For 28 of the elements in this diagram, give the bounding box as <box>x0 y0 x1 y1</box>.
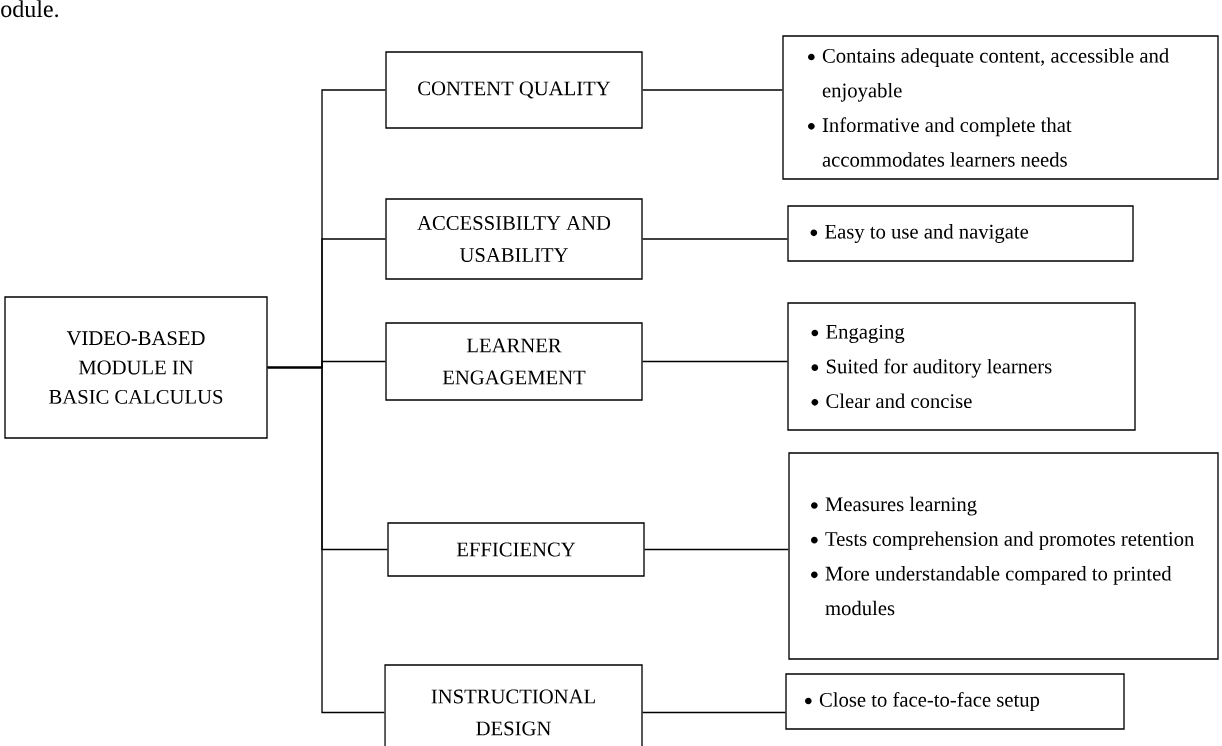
bullet-list-box <box>788 452 1219 660</box>
connector-line <box>642 89 783 91</box>
bullet-item: Suited for auditory learners <box>826 358 1052 378</box>
bullet-item: Informative and complete that accommodates learners needs <box>822 117 1072 167</box>
bullet-list-box <box>782 35 1219 180</box>
bullet-list-box <box>785 673 1125 730</box>
bullet-item: More understandable compared to printed modules <box>825 566 1172 616</box>
connector-line <box>642 360 788 363</box>
bullet-item: Clear and concise <box>826 393 972 409</box>
connector-line <box>267 366 385 714</box>
bullet-item: Contains adequate content, accessible and enjoyable <box>822 48 1169 102</box>
bullet-list-box <box>787 302 1136 431</box>
category-box: LEARNER ENGAGEMENT <box>385 322 643 401</box>
bullet-item: Easy to use and navigate <box>825 224 1029 243</box>
connector-line <box>644 548 789 551</box>
bullet-item: Tests comprehension and promotes retention <box>825 531 1195 551</box>
category-box: EFFICIENCY <box>387 522 645 577</box>
module-box: VIDEO-BASED MODULE IN BASIC CALCULUS <box>4 296 268 439</box>
bullet-item: Measures learning <box>825 496 977 516</box>
bullet-item: Engaging <box>826 324 905 344</box>
bullet-list-box <box>787 205 1134 262</box>
category-box: CONTENT QUALITY <box>385 51 643 129</box>
page-text: odule. <box>1 0 58 18</box>
category-box: INSTRUCTIONAL DESIGN <box>384 664 643 746</box>
connector-line <box>642 711 786 714</box>
category-box: ACCESSIBILTY AND USABILITY <box>385 198 643 280</box>
bullet-item: Close to face-to-face setup <box>819 692 1040 711</box>
connector-line <box>642 238 788 240</box>
